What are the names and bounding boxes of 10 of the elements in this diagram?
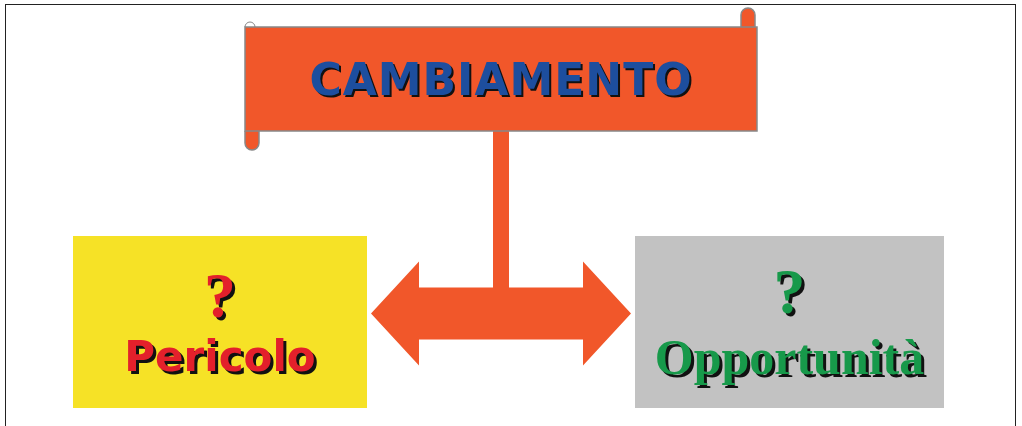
question-mark: ? xyxy=(204,263,236,328)
branch-arrow xyxy=(501,131,631,366)
concept-box xyxy=(73,236,367,408)
concept-label: Opportunità xyxy=(654,329,925,385)
scroll-banner xyxy=(245,27,757,131)
banner-title: CAMBIAMENTO xyxy=(309,53,693,105)
question-mark: ? xyxy=(773,259,806,324)
branch-arrow xyxy=(371,131,501,366)
concept-label: Pericolo xyxy=(124,333,316,381)
concept-box xyxy=(635,236,944,408)
